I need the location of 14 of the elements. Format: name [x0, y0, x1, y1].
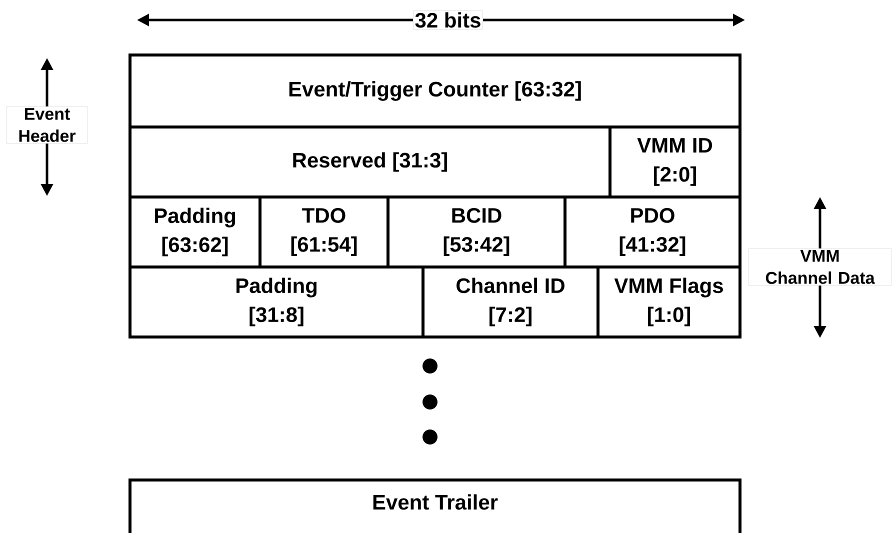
field-box: Channel ID [7:2] [422, 266, 600, 338]
field-box: Event/Trigger Counter [63:32] [128, 54, 742, 128]
dimension-label: Event Header [6, 106, 88, 144]
dimension-label: VMM Channel Data [748, 248, 892, 286]
field-box: PDO [41:32] [564, 196, 742, 268]
field-box: Padding [31:8] [128, 266, 424, 338]
field-box: Reserved [31:3] [128, 126, 612, 198]
field-box: VMM Flags [1:0] [596, 266, 742, 338]
field-box: Event Trailer [128, 478, 742, 533]
field-box: VMM ID [2:0] [608, 126, 742, 198]
field-box: TDO [61:54] [258, 196, 390, 268]
field-box: Padding [63:62] [128, 196, 262, 268]
field-box: BCID [53:42] [386, 196, 566, 268]
dimension-label: 32 bits [413, 10, 484, 30]
